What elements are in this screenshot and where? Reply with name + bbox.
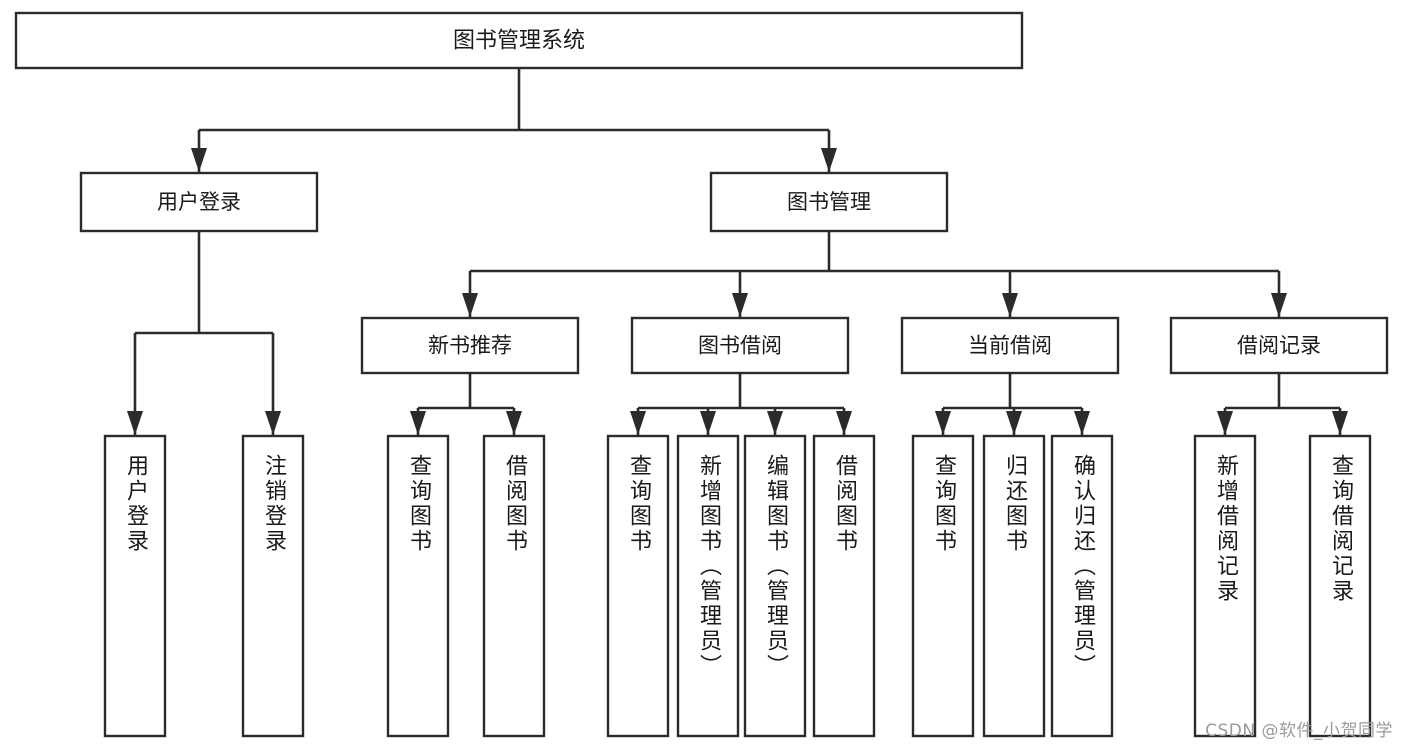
- node-box-leaf-borrow-add[interactable]: [676, 434, 740, 738]
- arrow-icon-leaf-borrow-add: [700, 411, 716, 435]
- node-label-book-borrow: 图书借阅: [698, 334, 782, 358]
- node-box-leaf-current-query[interactable]: [911, 434, 975, 738]
- arrow-icon-leaf-borrow-query: [630, 411, 646, 435]
- arrow-icon-book-manage: [821, 148, 837, 172]
- arrow-icon-leaf-current-query: [935, 411, 951, 435]
- node-box-root[interactable]: [14, 11, 1024, 70]
- node-box-borrow-record[interactable]: [1169, 316, 1389, 375]
- node-label-user-login: 用户登录: [157, 190, 241, 214]
- arrow-icon-leaf-rec-query: [410, 411, 426, 435]
- node-box-leaf-borrow-query[interactable]: [606, 434, 670, 738]
- arrow-icon-book-borrow: [732, 293, 748, 317]
- node-box-leaf-rec-query[interactable]: [386, 434, 450, 738]
- arrow-icon-leaf-borrow-lend: [836, 411, 852, 435]
- node-box-leaf-current-confirm[interactable]: [1050, 434, 1114, 738]
- node-box-leaf-record-query[interactable]: [1308, 434, 1372, 738]
- connector-layer: [127, 68, 1348, 435]
- arrow-icon-new-book-rec: [462, 293, 478, 317]
- node-box-book-borrow[interactable]: [630, 316, 850, 375]
- node-box-leaf-current-return[interactable]: [982, 434, 1046, 738]
- node-box-layer: [14, 11, 1389, 738]
- node-box-leaf-rec-borrow[interactable]: [482, 434, 546, 738]
- node-box-user-login[interactable]: [79, 171, 319, 233]
- arrow-icon-leaf-record-add: [1217, 411, 1233, 435]
- node-box-leaf-record-add[interactable]: [1193, 434, 1257, 738]
- arrow-icon-leaf-current-confirm: [1074, 411, 1090, 435]
- arrow-icon-borrow-record: [1271, 293, 1287, 317]
- node-label-current-borrow: 当前借阅: [968, 334, 1052, 358]
- node-box-leaf-borrow-lend[interactable]: [812, 434, 876, 738]
- arrow-icon-user-login: [191, 148, 207, 172]
- arrow-icon-leaf-user-login: [127, 411, 143, 435]
- node-label-borrow-record: 借阅记录: [1237, 334, 1321, 358]
- arrow-icon-current-borrow: [1002, 293, 1018, 317]
- node-box-book-manage[interactable]: [709, 171, 949, 233]
- arrow-icon-leaf-borrow-edit: [767, 411, 783, 435]
- arrow-icon-leaf-current-return: [1006, 411, 1022, 435]
- arrow-icon-leaf-rec-borrow: [506, 411, 522, 435]
- node-label-root: 图书管理系统: [453, 29, 585, 54]
- arrow-icon-leaf-user-logout: [265, 411, 281, 435]
- node-box-leaf-user-login[interactable]: [103, 434, 167, 738]
- node-box-leaf-borrow-edit[interactable]: [743, 434, 807, 738]
- node-box-new-book-rec[interactable]: [360, 316, 580, 375]
- node-label-new-book-rec: 新书推荐: [428, 334, 512, 358]
- node-box-current-borrow[interactable]: [900, 316, 1120, 375]
- arrow-icon-leaf-record-query: [1332, 411, 1348, 435]
- node-label-book-manage: 图书管理: [787, 190, 871, 214]
- node-box-leaf-user-logout[interactable]: [241, 434, 305, 738]
